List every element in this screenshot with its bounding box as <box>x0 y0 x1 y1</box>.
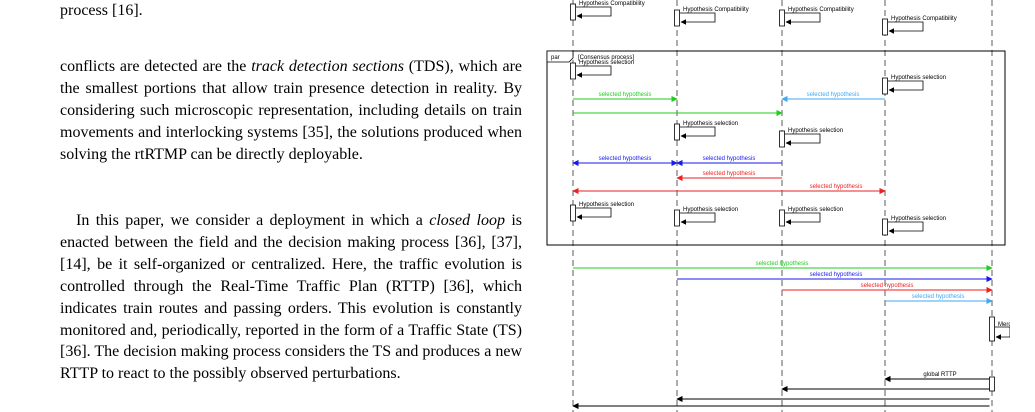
compat-call-1-activation <box>570 3 576 21</box>
selection-call-8-label: Hypothesis selection <box>891 216 946 222</box>
message-green-3-label: selected hypothesis <box>756 261 809 267</box>
selection-call-5-activation <box>570 204 576 222</box>
par-frame-title: [Consensus process] <box>578 55 634 61</box>
message-red-3-label: selected hypothesis <box>861 283 914 289</box>
message-lightblue-1-label: selected hypothesis <box>807 92 860 98</box>
selection-call-5-label: Hypothesis selection <box>579 202 634 208</box>
par-frame <box>546 50 1006 246</box>
message-green-1-label: selected hypothesis <box>599 92 652 98</box>
emphasis-term: closed loop <box>429 212 505 229</box>
compat-call-3-self-arrow <box>785 12 821 25</box>
figure-caption-tail: process [16]. <box>60 2 143 19</box>
selection-call-2-activation <box>882 77 888 95</box>
selection-call-4-activation <box>779 130 785 148</box>
selection-call-6-activation <box>674 209 680 227</box>
compat-call-4-activation <box>882 18 888 36</box>
selection-call-4-self-arrow <box>785 133 821 146</box>
compat-call-2-activation <box>674 9 680 27</box>
selection-call-4-label: Hypothesis selection <box>788 128 843 134</box>
merge-activation <box>989 316 995 342</box>
selection-call-7-self-arrow <box>785 212 821 225</box>
rttp-activation <box>989 376 995 392</box>
message-lightblue-2-label: selected hypothesis <box>912 294 965 300</box>
paragraph-1: conflicts are detected are the track det… <box>60 58 523 163</box>
merge-label: Merge <box>998 322 1010 328</box>
selection-call-7-label: Hypothesis selection <box>788 207 843 213</box>
selection-call-3-label: Hypothesis selection <box>683 121 738 127</box>
selection-call-8-activation <box>882 218 888 236</box>
text-column: process [16]. conflicts are detected are… <box>60 0 522 412</box>
par-frame-tag <box>546 50 574 63</box>
selection-call-1-activation <box>570 62 576 80</box>
selection-call-1-label: Hypothesis selection <box>579 60 634 66</box>
message-blue-2-label: selected hypothesis <box>703 156 756 162</box>
selection-call-1-self-arrow <box>576 65 612 78</box>
selection-call-6-label: Hypothesis selection <box>683 207 738 213</box>
selection-call-3-self-arrow <box>680 126 716 139</box>
par-frame-tag-label: par <box>551 55 560 61</box>
compat-call-3-label: Hypothesis Compatibility <box>788 7 854 13</box>
compat-call-3-activation <box>779 9 785 27</box>
paragraph-2: In this paper, we consider a deployment … <box>60 212 523 383</box>
selection-call-7-activation <box>779 209 785 227</box>
compat-call-4-self-arrow <box>888 21 924 34</box>
message-red-2-label: selected hypothesis <box>810 184 863 190</box>
message-blue-1-label: selected hypothesis <box>599 156 652 162</box>
message-red-1-label: selected hypothesis <box>703 171 756 177</box>
selection-call-2-label: Hypothesis selection <box>891 75 946 81</box>
compat-call-4-label: Hypothesis Compatibility <box>891 16 957 22</box>
selection-call-6-self-arrow <box>680 212 716 225</box>
selection-call-8-self-arrow <box>888 221 924 234</box>
emphasis-term: track detection sections <box>251 58 404 75</box>
selection-call-3-activation <box>674 123 680 141</box>
compat-call-2-label: Hypothesis Compatibility <box>683 7 749 13</box>
compat-call-2-self-arrow <box>680 12 716 25</box>
global-rttp-label: global RTTP <box>923 372 956 378</box>
compat-call-1-self-arrow <box>576 6 612 19</box>
merge-self-arrow <box>995 326 1010 340</box>
selection-call-5-self-arrow <box>576 207 612 220</box>
message-blue-3-label: selected hypothesis <box>810 272 863 278</box>
compat-call-1-label: Hypothesis Compatibility <box>579 1 645 7</box>
selection-call-2-self-arrow <box>888 80 924 93</box>
